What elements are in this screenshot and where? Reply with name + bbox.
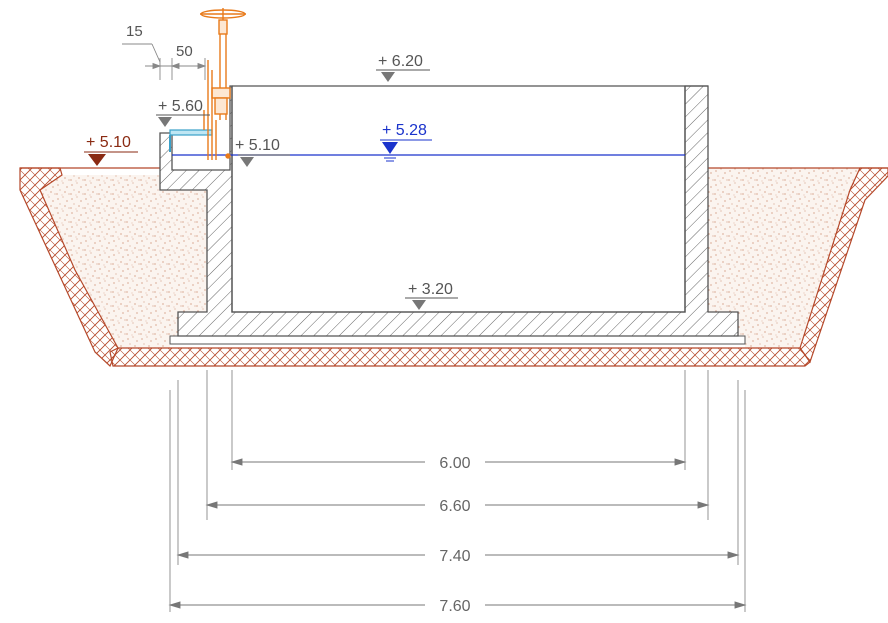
dimension-lines — [168, 458, 747, 609]
level-tank-floor-text: + 3.20 — [408, 281, 453, 298]
backfill-left — [40, 175, 207, 348]
blinding-layer — [169, 335, 746, 345]
dim-slab-label: 7.40 — [439, 548, 470, 565]
excavation-left-slope — [19, 167, 119, 368]
dim-inner-label: 6.00 — [439, 455, 470, 472]
excavation-right-slope — [799, 167, 888, 364]
dim-50-label: 50 — [176, 43, 193, 60]
level-top-wall: + 6.20 — [376, 53, 430, 82]
dim-15-label: 15 — [126, 23, 143, 40]
tank-inner-outline — [231, 86, 686, 313]
gate-valve-assembly — [200, 8, 246, 160]
inlet-channel-grating — [169, 129, 213, 136]
level-water: + 5.28 — [380, 122, 432, 162]
level-channel-floor-text: + 5.10 — [235, 137, 280, 154]
level-channel-top-text: + 5.60 — [158, 98, 203, 115]
wall-detail-dimensions — [122, 43, 207, 80]
level-water-text: + 5.28 — [382, 122, 427, 139]
level-channel-floor: + 5.10 — [235, 137, 290, 167]
dim-blinding-label: 7.60 — [439, 598, 470, 615]
level-tank-floor: + 3.20 — [405, 281, 458, 310]
backfill-right — [708, 168, 860, 348]
extension-lines — [169, 370, 746, 612]
level-top-wall-text: + 6.20 — [378, 53, 423, 70]
concrete-structure — [159, 85, 739, 337]
excavation-bottom — [109, 347, 811, 367]
level-ground: + 5.10 — [84, 134, 138, 166]
level-channel-top: + 5.60 — [156, 98, 210, 127]
dim-outer-walls-label: 6.60 — [439, 498, 470, 515]
level-ground-text: + 5.10 — [86, 134, 131, 151]
